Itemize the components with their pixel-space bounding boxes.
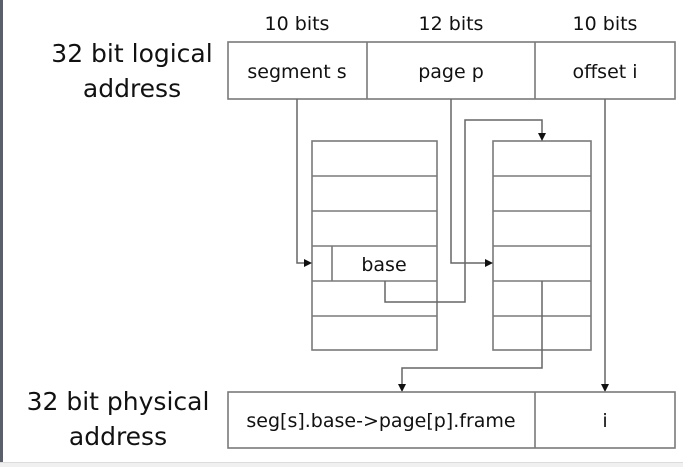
window-bottom-border xyxy=(0,462,683,467)
logical-label-line2: address xyxy=(83,74,181,103)
logical-label-line1: 32 bit logical xyxy=(51,39,212,68)
offset-arrowhead xyxy=(601,384,609,392)
physical-label-line1: 32 bit physical xyxy=(27,387,210,416)
physical-offset-field: i xyxy=(602,410,607,432)
page-index-wire xyxy=(450,99,487,264)
page-index-arrowhead xyxy=(485,259,493,267)
segment-index-arrowhead xyxy=(304,259,312,267)
bits-label-offset: 10 bits xyxy=(573,13,638,35)
bits-label-page: 12 bits xyxy=(419,13,484,35)
field-offset: offset i xyxy=(572,61,637,83)
physical-address-box xyxy=(227,391,676,449)
physical-label-line2: address xyxy=(69,422,167,451)
physical-frame-field: seg[s].base->page[p].frame xyxy=(246,410,515,432)
base-pointer-wire xyxy=(384,119,543,303)
window-left-border xyxy=(0,0,3,466)
base-pointer-arrowhead xyxy=(538,133,546,141)
frame-wire xyxy=(401,281,543,386)
field-page: page p xyxy=(418,61,484,83)
field-segment: segment s xyxy=(247,61,346,83)
segment-entry-base: base xyxy=(361,254,406,276)
segment-table xyxy=(311,140,438,351)
bits-label-segment: 10 bits xyxy=(265,13,330,35)
physical-address-outline xyxy=(227,391,676,449)
segment-index-wire xyxy=(296,99,306,264)
frame-arrowhead xyxy=(398,384,406,392)
